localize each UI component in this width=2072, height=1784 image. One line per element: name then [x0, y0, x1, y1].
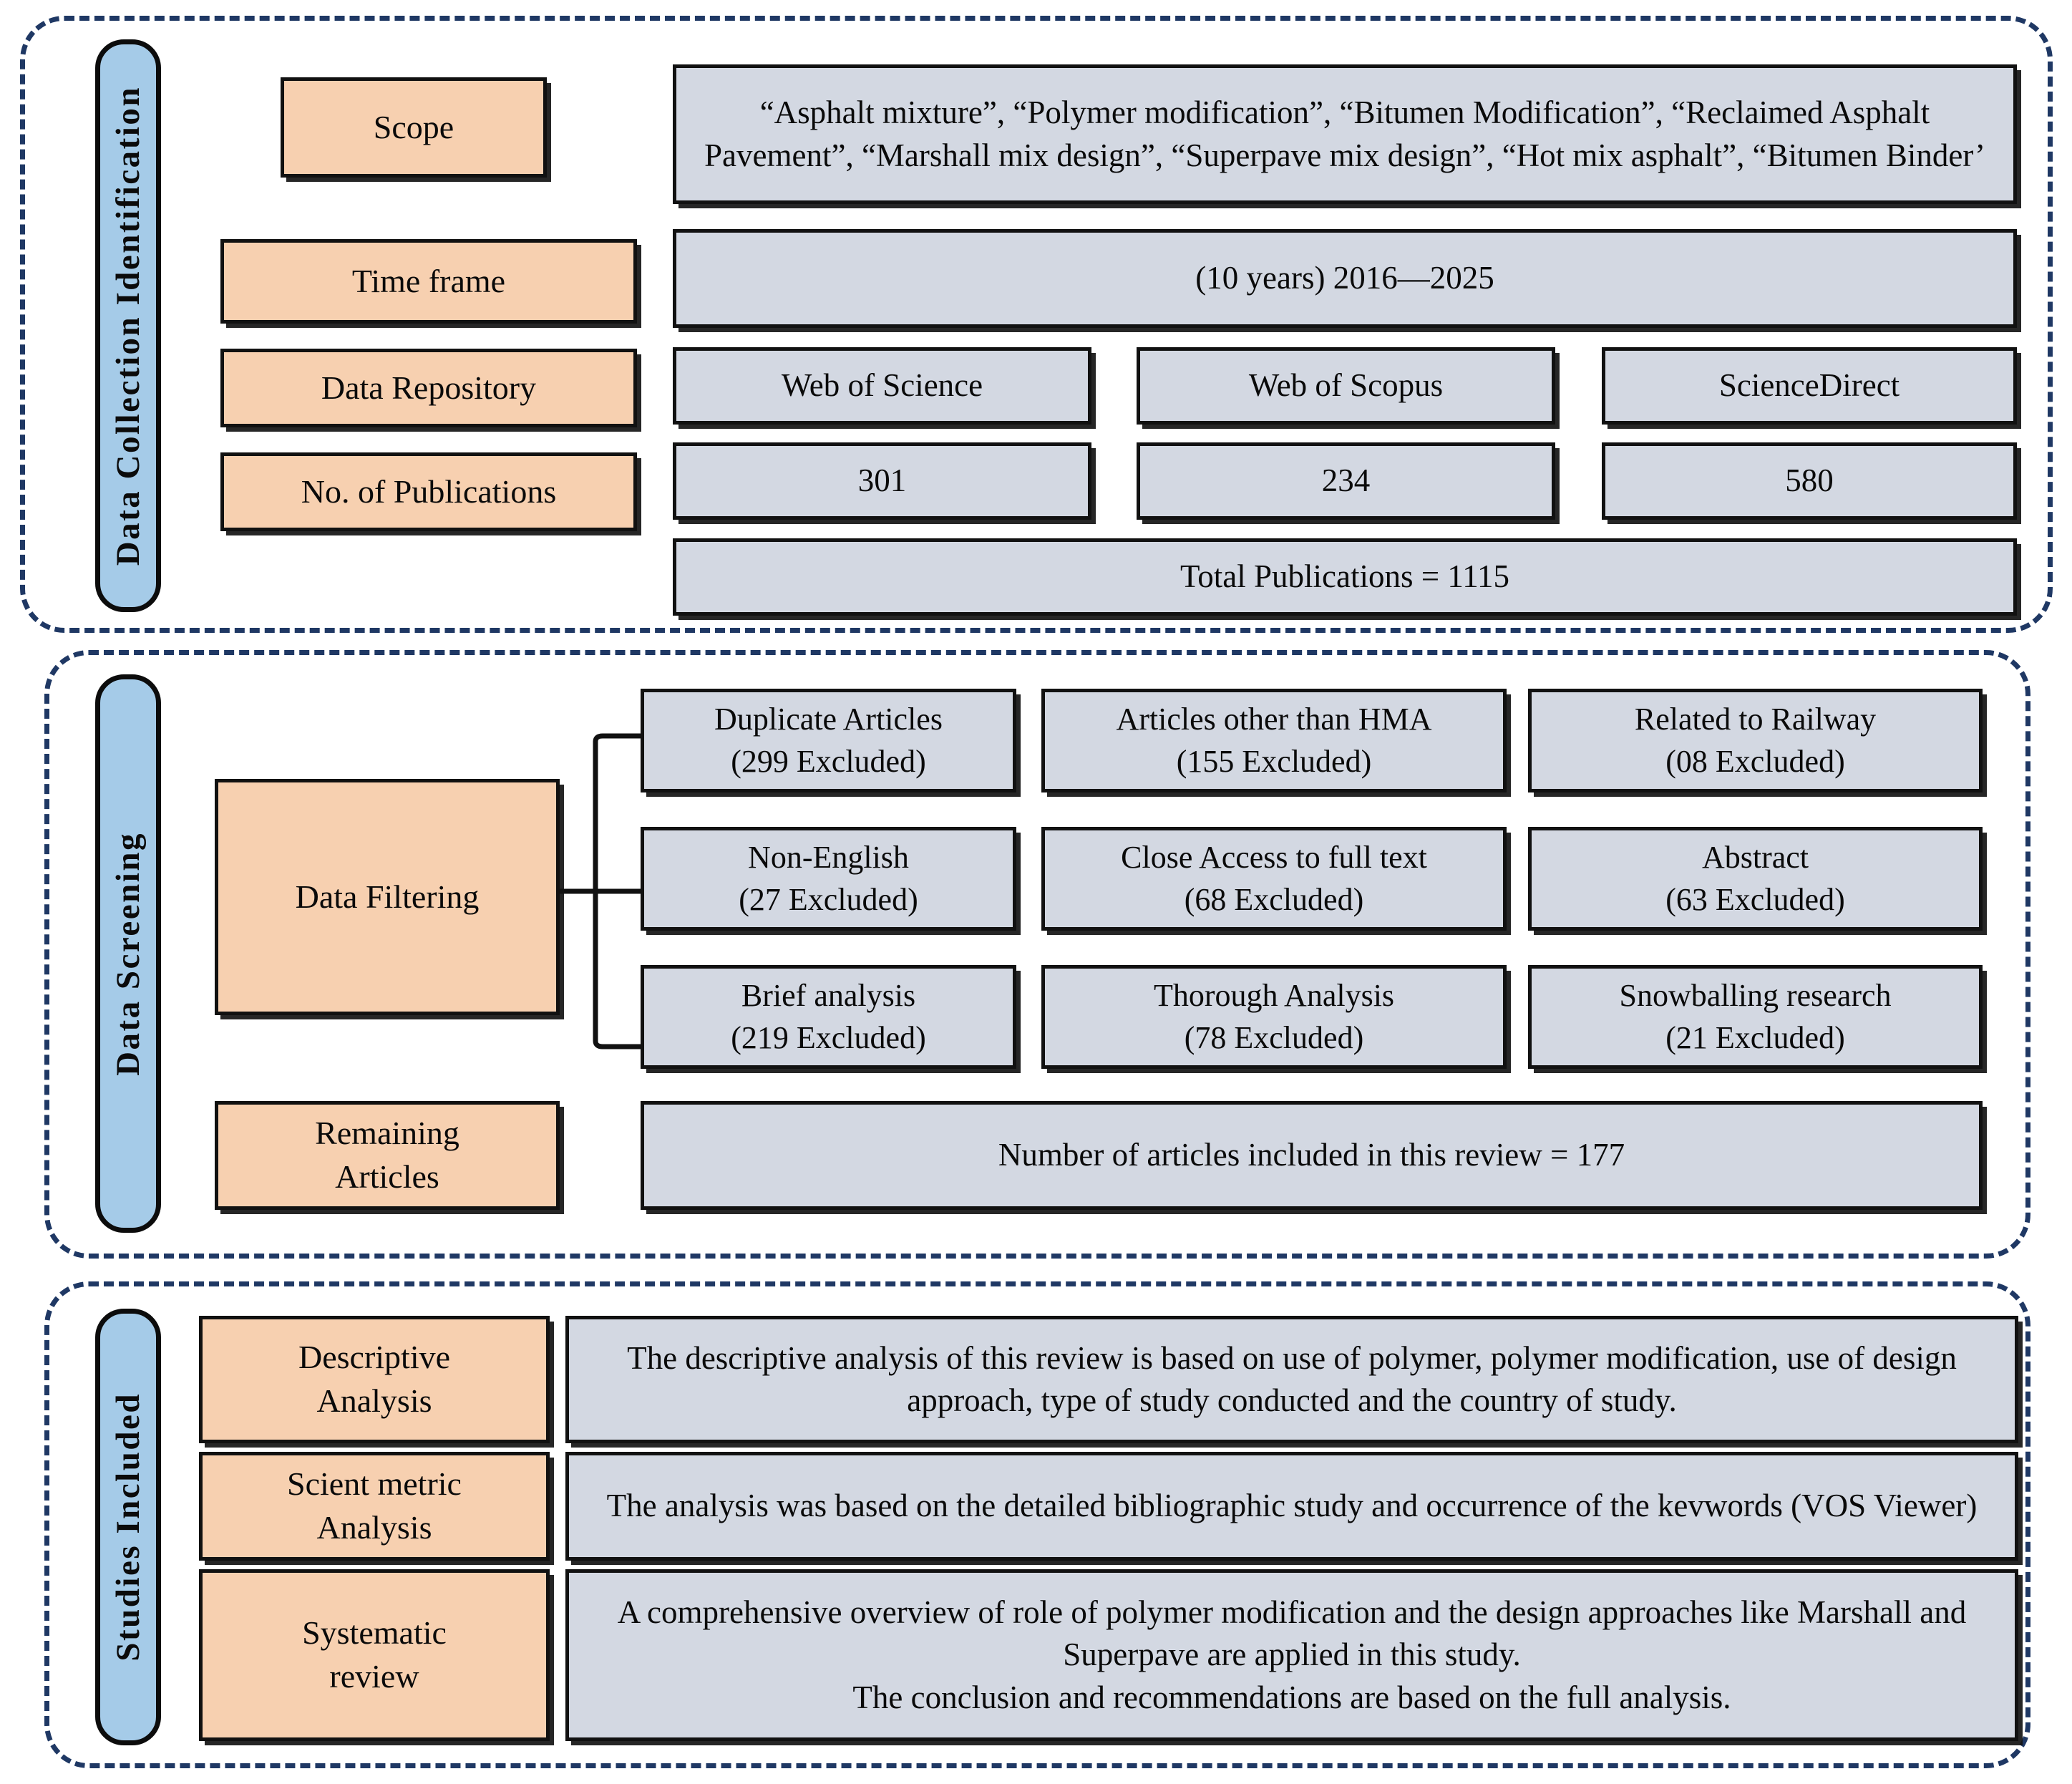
- stage-label-screening-text: Data Screening: [110, 831, 147, 1076]
- value-repository-web-of-science: Web of Science: [673, 347, 1091, 425]
- filter-non-english: Non-English(27 Excluded): [641, 827, 1016, 931]
- label-time-frame: Time frame: [220, 239, 637, 324]
- value-scientometric-analysis: The analysis was based on the detailed b…: [565, 1452, 2018, 1561]
- value-time-frame: (10 years) 2016—2025: [673, 229, 2017, 328]
- value-total-publications: Total Publications = 1115: [673, 538, 2017, 616]
- value-publications-web-of-scopus: 234: [1137, 442, 1555, 520]
- value-publications-web-of-science: 301: [673, 442, 1091, 520]
- value-articles-included-count: Number of articles included in this revi…: [641, 1101, 1983, 1210]
- stage-label-studies-included: Studies Included: [95, 1309, 161, 1745]
- value-publications-sciencedirect: 580: [1602, 442, 2017, 520]
- section-data-screening: [44, 650, 2030, 1259]
- section-data-collection-identification: [20, 16, 2053, 633]
- value-repository-web-of-scopus: Web of Scopus: [1137, 347, 1555, 425]
- stage-label-studies-included-text: Studies Included: [110, 1392, 147, 1662]
- label-scope: Scope: [281, 77, 547, 178]
- label-no-of-publications: No. of Publications: [220, 452, 637, 531]
- value-systematic-review: A comprehensive overview of role of poly…: [565, 1569, 2018, 1741]
- filter-articles-other-than-hma: Articles other than HMA(155 Excluded): [1041, 689, 1507, 792]
- stage-label-screening: Data Screening: [95, 674, 161, 1233]
- filter-thorough-analysis: Thorough Analysis(78 Excluded): [1041, 965, 1507, 1069]
- filter-brief-analysis: Brief analysis(219 Excluded): [641, 965, 1016, 1069]
- filter-abstract: Abstract(63 Excluded): [1528, 827, 1983, 931]
- value-repository-sciencedirect: ScienceDirect: [1602, 347, 2017, 425]
- label-data-filtering: Data Filtering: [215, 779, 560, 1015]
- value-scope-keywords: “Asphalt mixture”, “Polymer modification…: [673, 64, 2017, 204]
- section-studies-included: [44, 1281, 2030, 1768]
- filter-duplicate-articles: Duplicate Articles(299 Excluded): [641, 689, 1016, 792]
- filter-related-to-railway: Related to Railway(08 Excluded): [1528, 689, 1983, 792]
- filter-snowballing-research: Snowballing research(21 Excluded): [1528, 965, 1983, 1069]
- label-data-repository: Data Repository: [220, 349, 637, 427]
- stage-label-identification-text: Data Collection Identification: [110, 85, 147, 566]
- filter-close-access-to-full-text: Close Access to full text(68 Excluded): [1041, 827, 1507, 931]
- stage-label-identification: Data Collection Identification: [95, 39, 161, 612]
- value-descriptive-analysis: The descriptive analysis of this review …: [565, 1316, 2018, 1443]
